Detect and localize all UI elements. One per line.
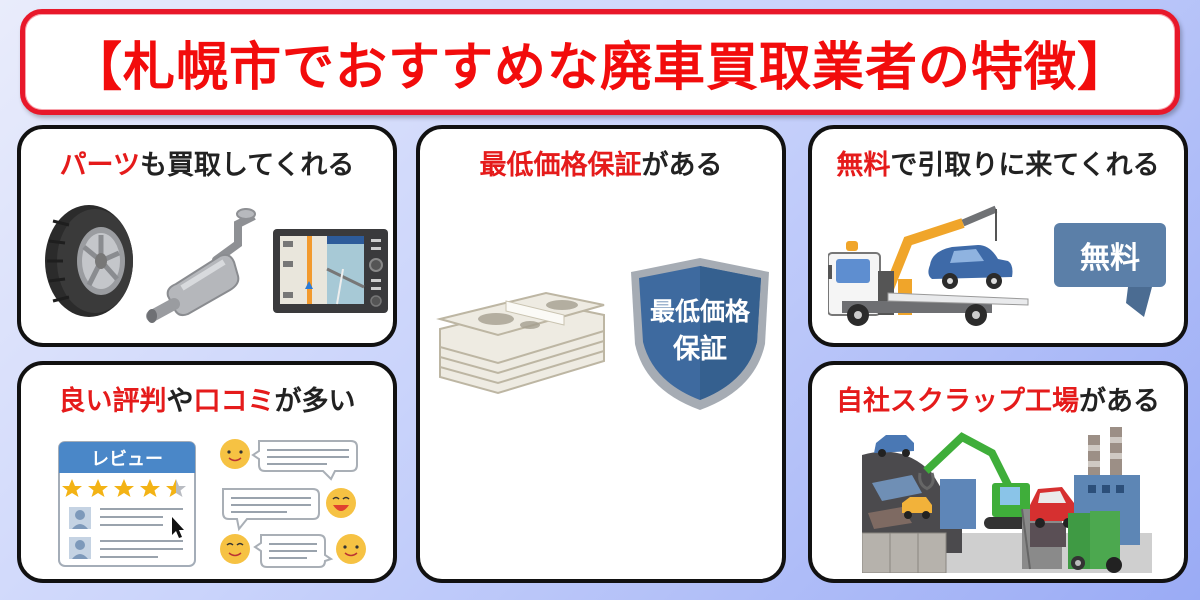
- card-title-rest: が多い: [274, 386, 356, 417]
- free-badge-text: 無料: [1080, 241, 1140, 276]
- chat-bubbles-icon: [220, 439, 366, 568]
- card-title-connector: や: [166, 386, 194, 417]
- card-title: 自社スクラップ工場がある: [812, 379, 1184, 418]
- card-title-highlight: パーツ: [59, 150, 141, 181]
- shield-text-line2: 保証: [672, 333, 727, 365]
- card-title: 無料で引取りに来てくれる: [812, 143, 1184, 182]
- cursor-icon: [172, 517, 184, 538]
- muffler-icon: [146, 208, 256, 323]
- card-title-highlight-2: 口コミ: [193, 386, 275, 417]
- happy-face-icon: [220, 534, 250, 564]
- card-title: パーツも買取してくれる: [21, 143, 393, 182]
- tow-truck-icon: [828, 205, 1029, 326]
- smiley-face-icon: [220, 439, 250, 469]
- card-title: 良い評判や口コミが多い: [21, 379, 393, 418]
- laughing-face-icon: [326, 488, 356, 518]
- page-title-banner: 【札幌市でおすすめな廃車買取業者の特徴】: [20, 9, 1180, 115]
- card-title: 最低価格保証がある: [420, 143, 782, 182]
- card-title-highlight: 無料: [836, 150, 891, 181]
- car-navigation-icon: [273, 229, 388, 313]
- card-title-highlight-1: 良い評判: [58, 386, 167, 417]
- feature-card-reviews: 良い評判や口コミが多い レビュー: [17, 361, 397, 583]
- shield-text-line1: 最低価格: [650, 297, 751, 326]
- card-title-highlight: 自社スクラップ工場: [836, 386, 1079, 417]
- free-badge-icon: 無料: [1054, 223, 1166, 317]
- scrap-yard-icon: [862, 427, 1152, 573]
- card-title-rest: で引取りに来てくれる: [890, 150, 1160, 181]
- tire-icon: [45, 205, 133, 317]
- smiley-face-icon: [336, 534, 366, 564]
- review-header-text: レビュー: [91, 449, 163, 470]
- shield-icon: 最低価格 保証: [631, 258, 769, 410]
- card-title-rest: も買取してくれる: [140, 150, 355, 181]
- star-rating-icon: [62, 479, 176, 497]
- feature-card-price-guarantee: 最低価格保証がある 最低価格 保証: [416, 125, 786, 583]
- card-title-rest: がある: [1079, 386, 1160, 417]
- money-bundle-icon: [436, 291, 605, 395]
- feature-card-free-pickup: 無料で引取りに来てくれる 無料: [808, 125, 1188, 347]
- card-title-highlight: 最低価格保証: [479, 150, 642, 181]
- card-title-rest: がある: [641, 150, 723, 181]
- feature-card-parts: パーツも買取してくれる: [17, 125, 397, 347]
- review-window-icon: レビュー: [58, 441, 196, 567]
- page-title: 【札幌市でおすすめな廃車買取業者の特徴】: [69, 37, 1130, 98]
- feature-card-scrap-factory: 自社スクラップ工場がある: [808, 361, 1188, 583]
